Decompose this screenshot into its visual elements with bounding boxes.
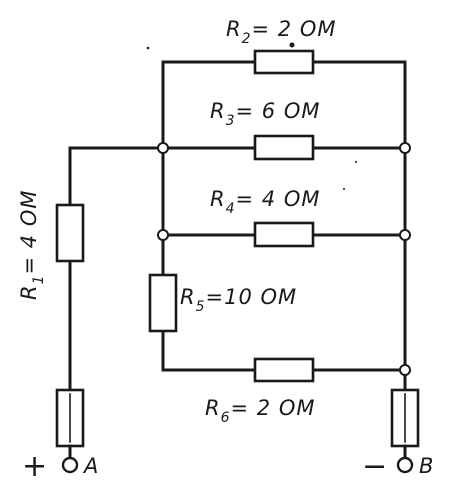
label-r3-index: 3 (226, 113, 236, 129)
terminal-a-label: A (82, 454, 99, 478)
terminals: + A − B (22, 444, 434, 484)
node-right-r6 (399, 364, 411, 376)
label-r4-value: = 4 ОМ (236, 187, 321, 211)
label-r2-value: = 2 ОМ (252, 17, 337, 41)
resistor-r3 (253, 134, 315, 161)
resistor-r1 (55, 203, 85, 263)
speck (355, 161, 357, 163)
label-r1-value: = 4 ОМ (17, 190, 41, 275)
junction-nodes (157, 42, 411, 376)
terminal-b-sign: − (362, 449, 387, 484)
terminal-a (61, 456, 79, 474)
resistor-labels: R2= 2 ОМ R3= 6 ОМ R4= 4 ОМ R5=10 ОМ R6= … (17, 17, 336, 426)
label-r4-symbol: R (210, 187, 226, 211)
terminal-b-label: B (419, 454, 434, 478)
terminal-b (396, 456, 414, 474)
label-r1: R1= 4 ОМ (17, 190, 47, 300)
node-right-r4 (399, 229, 411, 241)
label-r3-value: = 6 ОМ (236, 99, 321, 123)
label-r6-index: 6 (221, 410, 231, 426)
label-r6: R6= 2 ОМ (205, 396, 315, 426)
label-r1-index: 1 (31, 274, 47, 284)
node-right-r3 (399, 142, 411, 154)
resistor-r5 (148, 273, 178, 333)
resistor-r2 (253, 49, 315, 75)
label-r4: R4= 4 ОМ (210, 187, 320, 217)
label-r5-value: =10 ОМ (206, 285, 298, 309)
speck (343, 188, 345, 190)
label-r2-index: 2 (242, 31, 252, 47)
label-r3-symbol: R (210, 99, 226, 123)
node-n2 (157, 229, 169, 241)
resistor-r4 (253, 221, 315, 248)
label-r6-value: = 2 ОМ (231, 396, 316, 420)
label-r5-symbol: R (180, 285, 196, 309)
label-r2-symbol: R (226, 17, 242, 41)
label-r5-index: 5 (196, 299, 206, 315)
node-n1 (157, 142, 169, 154)
speck (146, 46, 150, 50)
terminal-a-sign: + (22, 449, 47, 484)
label-r4-index: 4 (226, 201, 236, 217)
label-r1-symbol: R (17, 284, 41, 300)
resistors (55, 49, 420, 448)
label-r5: R5=10 ОМ (180, 285, 297, 315)
label-r2: R2= 2 ОМ (226, 17, 336, 47)
resistor-r6 (253, 357, 315, 383)
node-top-dot (289, 42, 295, 48)
label-r3: R3= 6 ОМ (210, 99, 320, 129)
label-r6-symbol: R (205, 396, 221, 420)
scan-specks (146, 46, 357, 190)
